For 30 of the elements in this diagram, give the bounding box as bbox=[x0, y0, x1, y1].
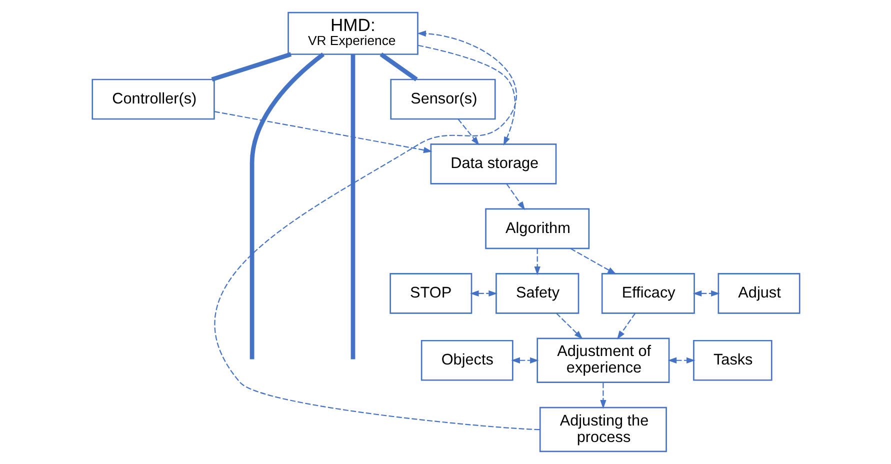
node-box: Sensor(s) bbox=[390, 78, 496, 120]
arrow bbox=[667, 357, 695, 364]
node-box: Data storage bbox=[430, 144, 556, 184]
node-box: HMD: VR Experience bbox=[287, 12, 418, 55]
node-box: Controller(s) bbox=[91, 78, 214, 120]
node-box: Tasks bbox=[692, 340, 772, 381]
node-box: Safety bbox=[495, 273, 579, 314]
arrow bbox=[534, 248, 540, 276]
arrow bbox=[600, 382, 606, 409]
arrow bbox=[692, 290, 720, 297]
node-box: Objects bbox=[420, 340, 513, 381]
arrow bbox=[556, 312, 582, 340]
arrow bbox=[506, 184, 525, 210]
node-box: Adjust bbox=[717, 273, 800, 314]
arrow bbox=[510, 357, 538, 364]
node-box: STOP bbox=[389, 273, 472, 314]
arrow bbox=[457, 118, 479, 146]
connector bbox=[210, 52, 292, 82]
arrow bbox=[214, 30, 540, 430]
node-box: Algorithm bbox=[484, 208, 590, 250]
connector bbox=[350, 54, 355, 360]
connector bbox=[249, 52, 324, 360]
arrow bbox=[417, 44, 516, 146]
arrow bbox=[214, 111, 432, 154]
arrow bbox=[470, 290, 497, 297]
node-box: Efficacy bbox=[600, 273, 694, 314]
arrow bbox=[616, 312, 636, 340]
node-box: Adjustment of experience bbox=[536, 338, 670, 383]
node-box: Adjusting the process bbox=[538, 406, 666, 452]
arrow bbox=[570, 248, 616, 274]
